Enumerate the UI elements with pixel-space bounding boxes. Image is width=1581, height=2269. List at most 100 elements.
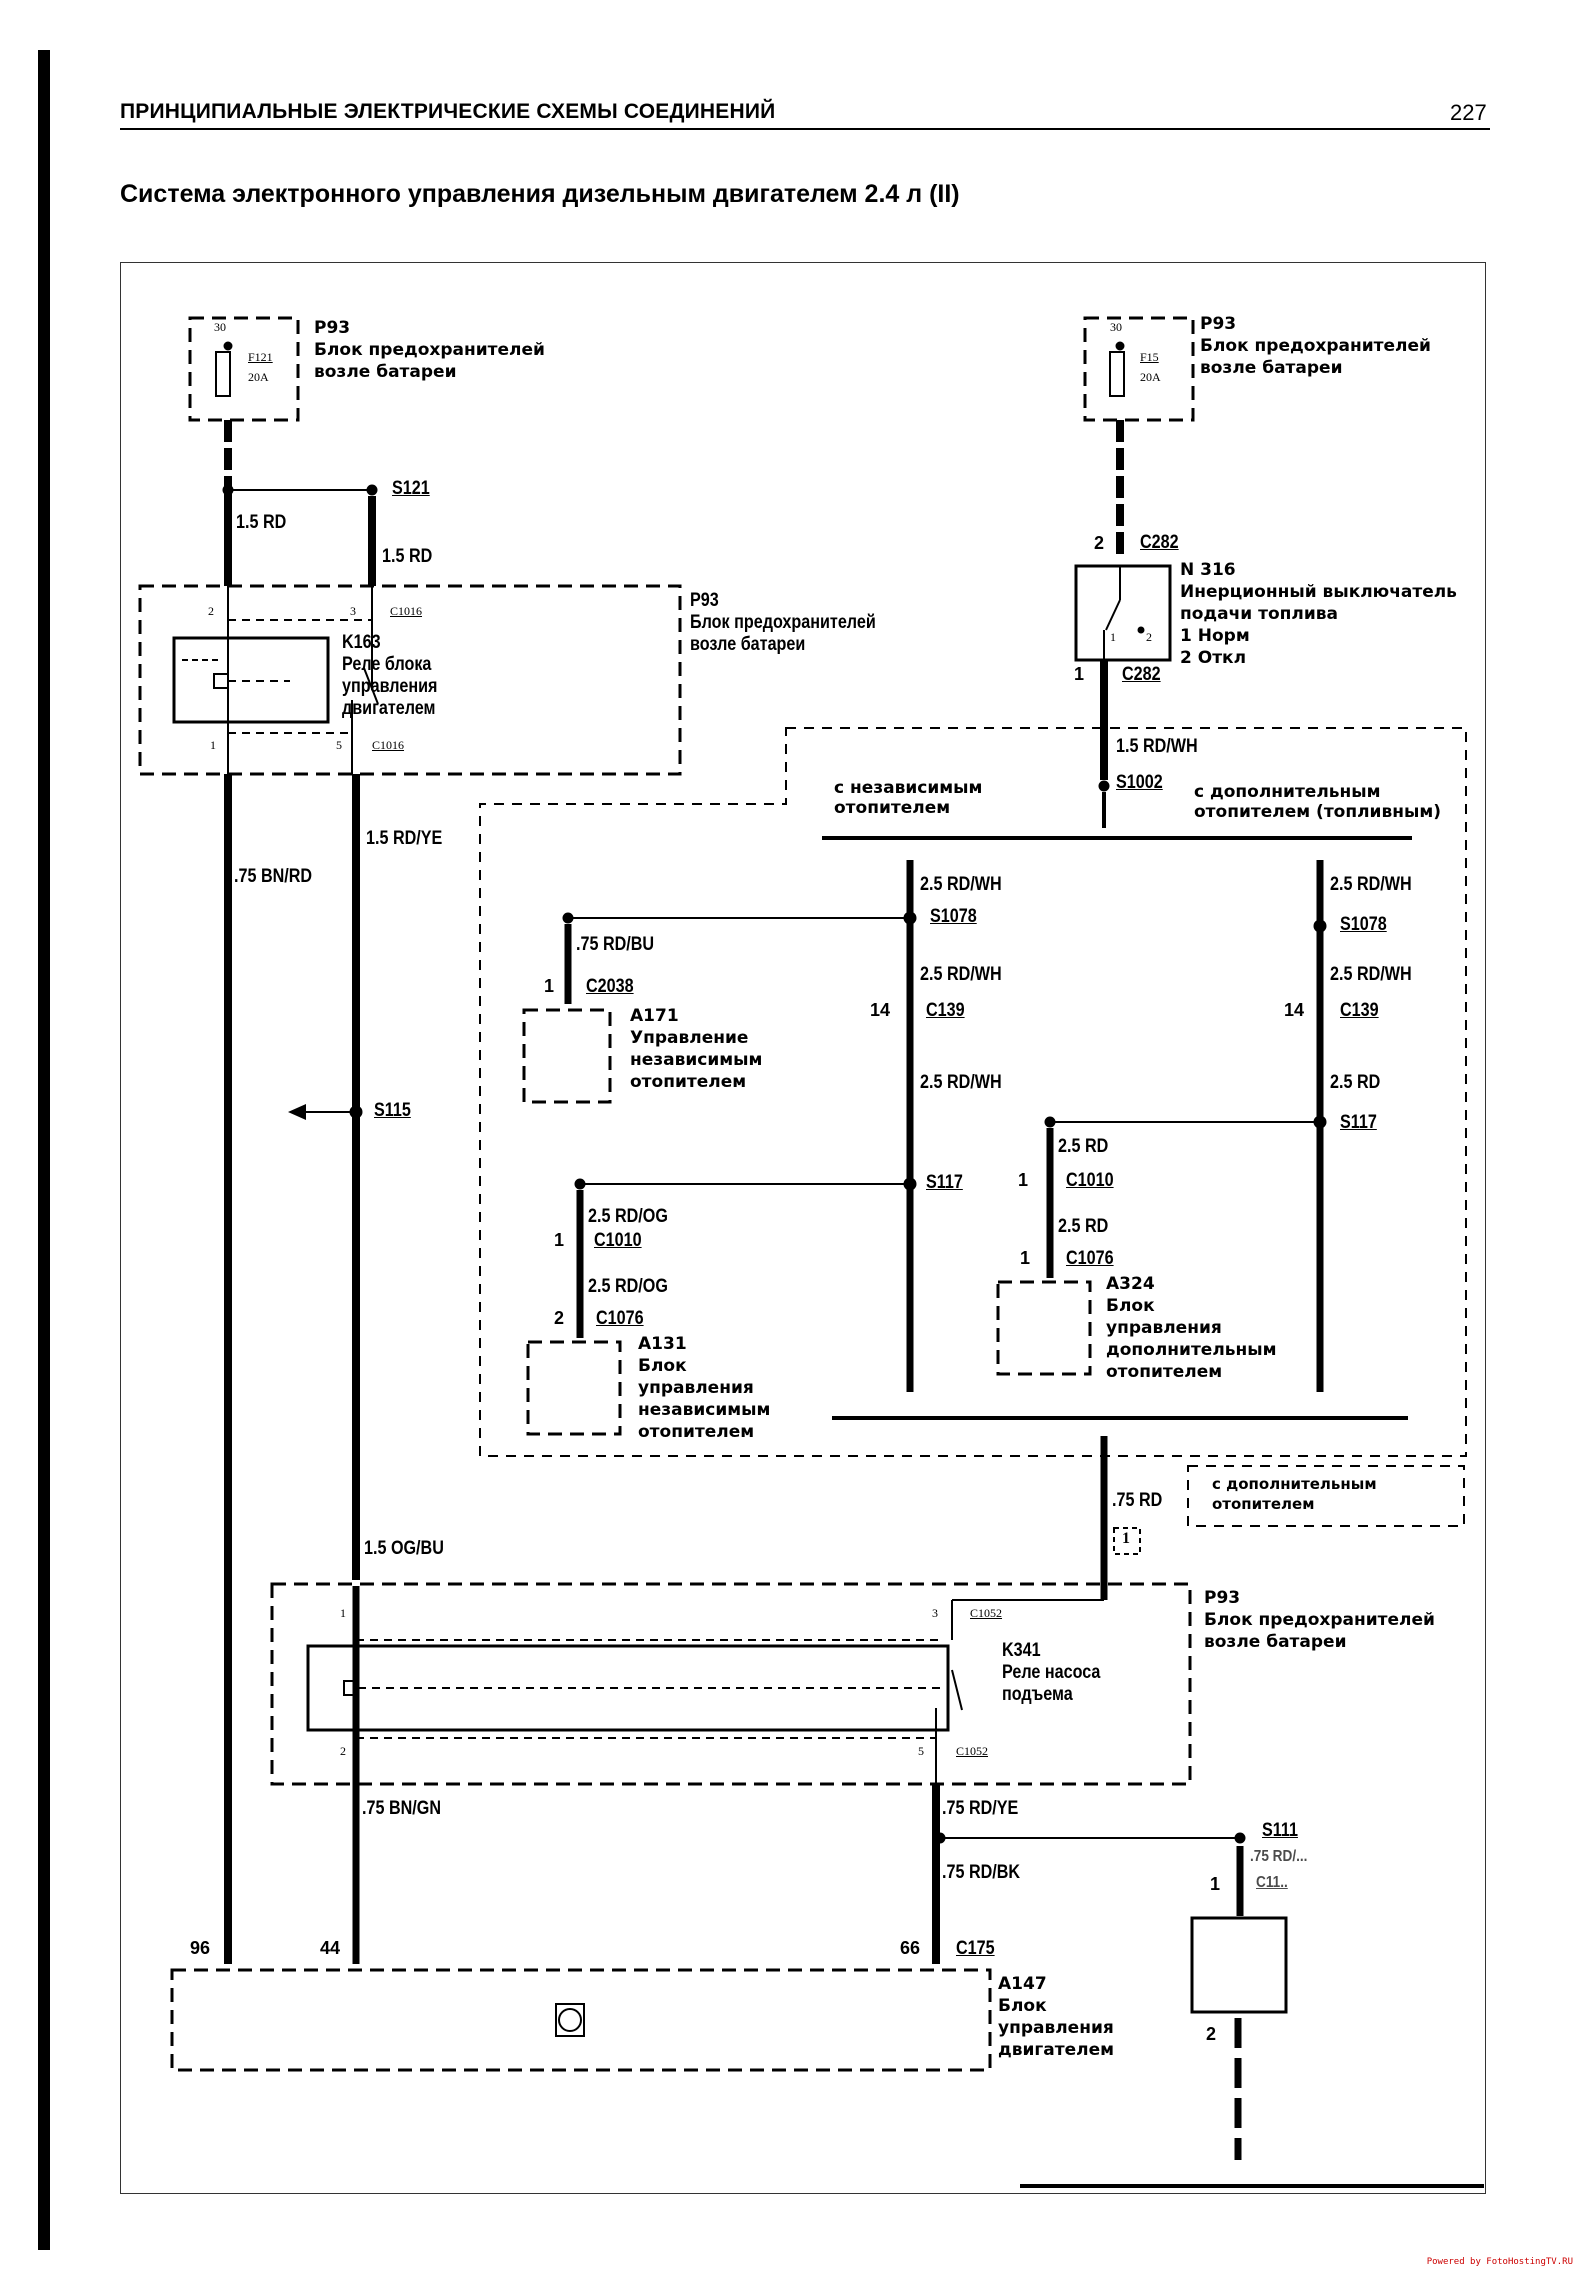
a131-desc4: отопителем [638,1422,755,1442]
p93-desc2-left: возле батареи [314,362,457,382]
a131-box [526,1340,622,1436]
p93-box-k163 [138,584,682,776]
header-rule [120,128,1490,130]
a324-desc2: управления [1106,1318,1222,1338]
p93-desc2-k341: возле батареи [1204,1632,1347,1652]
k163-desc1: Реле блока [342,654,432,675]
p93-id-k163: P93 [690,590,719,611]
terminal-30-right: 30 [1110,320,1122,334]
c1010-right: C1010 [1066,1170,1114,1191]
a324-desc1: Блок [1106,1296,1155,1316]
wire-25-rd-b: 2.5 RD [1058,1216,1109,1237]
option-independent-l1: с независимым [834,778,983,798]
wire-25-rd-wh-l1: 2.5 RD/WH [920,874,1002,895]
splice-s117-right: S117 [1340,1112,1377,1133]
wire-075-rd-ye: .75 RD/YE [942,1798,1019,1819]
c1010-left-pin: 1 [554,1230,565,1250]
terminal-30-left: 30 [214,320,226,334]
a324-desc3: дополнительным [1106,1340,1277,1360]
c282-bottom: C282 [1122,664,1161,685]
n316-id: N 316 [1180,560,1236,580]
p93-desc1-k341: Блок предохранителей [1204,1610,1435,1630]
wire-075-partial: .75 RD/... [1250,1848,1308,1865]
n316-sw1: 1 [1110,630,1116,644]
wire-1-5-rd-ye: 1.5 RD/YE [366,828,443,849]
splice-s1002: S1002 [1116,772,1163,793]
a131-desc3: независимым [638,1400,771,1420]
splice-s117-left: S117 [926,1172,963,1193]
partial-conn-pin: 1 [1210,1874,1221,1894]
k341-pin1: 1 [340,1606,346,1620]
aux-heater-note-box [1187,1465,1465,1527]
diagram-frame [120,262,1486,2194]
option-aux-l1: с дополнительным [1212,1475,1377,1493]
k341-desc2: подъема [1002,1684,1073,1705]
splice-s1078-left: S1078 [930,906,977,927]
fuse-f121-label: F121 [248,350,273,364]
c139-left-pin: 14 [870,1000,891,1020]
option-aux-l2: отопителем [1212,1495,1315,1513]
wire-075-rd: .75 RD [1112,1490,1163,1511]
fuse-f15-rating: 20A [1140,370,1161,384]
c1016-top: C1016 [390,604,423,618]
wire-075-bn-rd: .75 BN/RD [234,866,313,887]
c139-right-pin: 14 [1284,1000,1305,1020]
wire-25-rd-og-1: 2.5 RD/OG [588,1206,668,1227]
option-aux-fuel-l2: отопителем (топливным) [1194,802,1441,822]
splice-s111: S111 [1262,1820,1298,1841]
wire-25-rd-wh-l3: 2.5 RD/WH [920,1072,1002,1093]
wire-25-rd-wh-l2: 2.5 RD/WH [920,964,1002,985]
a147-pin96: 96 [190,1938,211,1958]
n316-desc2: подачи топлива [1180,604,1338,624]
fuse-f121-rating: 20A [248,370,269,384]
wire-075-rd-bk: .75 RD/BK [942,1862,1021,1883]
c2038-pin: 1 [544,976,555,996]
page-number: 227 [1450,100,1487,125]
a147-desc3: двигателем [998,2040,1115,2060]
p93-desc1-left: Блок предохранителей [314,340,545,360]
k163-pin2: 2 [208,604,214,618]
c1010-left: C1010 [594,1230,642,1251]
wire-25-rd-wh-r2: 2.5 RD/WH [1330,964,1412,985]
page-title: Система электронного управления дизельны… [120,180,960,208]
c175: C175 [956,1938,995,1959]
a171-desc3: отопителем [630,1072,747,1092]
wire-1-5-og-bu: 1.5 OG/BU [364,1538,444,1559]
option-independent-l2: отопителем [834,798,951,818]
n316-state1: 1 Норм [1180,626,1250,646]
a324-desc4: отопителем [1106,1362,1223,1382]
k341-id: K341 [1002,1640,1041,1661]
a131-desc1: Блок [638,1356,687,1376]
n316-pin-top: 2 [1094,533,1105,553]
p93-box-k341 [270,1582,1192,1786]
k163-pin5: 5 [336,738,342,752]
p93-desc1-right: Блок предохранителей [1200,336,1431,356]
fuse-f15-label: F15 [1140,350,1159,364]
inertia-switch-box [1074,564,1172,662]
a147-box [170,1968,992,2072]
p93-id-left: P93 [314,318,351,338]
a147-desc1: Блок [998,1996,1047,2016]
wire-1-5-rd-b: 1.5 RD [382,546,433,567]
n316-state2: 2 Откл [1180,648,1247,668]
wire-075-rd-bu: .75 RD/BU [576,934,655,955]
wire-25-rd-a: 2.5 RD [1058,1136,1109,1157]
c1076-right-pin: 1 [1020,1248,1031,1268]
k341-pin2: 2 [340,1744,346,1758]
a147-pin44: 44 [320,1938,341,1958]
binder-edge [38,50,50,2250]
p93-desc1-k163: Блок предохранителей [690,612,876,633]
a147-desc2: управления [998,2018,1114,2038]
watermark: Powered by FotoHostingTV.RU [1426,2257,1573,2267]
splice-s121: S121 [392,478,430,499]
c1076-right: C1076 [1066,1248,1114,1269]
section-header: ПРИНЦИПИАЛЬНЫЕ ЭЛЕКТРИЧЕСКИЕ СХЕМЫ СОЕДИ… [120,100,776,123]
relay-k341-box [306,1644,950,1732]
c1016-bottom: C1016 [372,738,405,752]
partial-conn-name: C11.. [1256,1874,1288,1891]
k163-id: K163 [342,632,381,653]
partial-bottom-pin: 2 [1206,2024,1217,2044]
c1076-left-pin: 2 [554,1308,565,1328]
c282-top: C282 [1140,532,1179,553]
